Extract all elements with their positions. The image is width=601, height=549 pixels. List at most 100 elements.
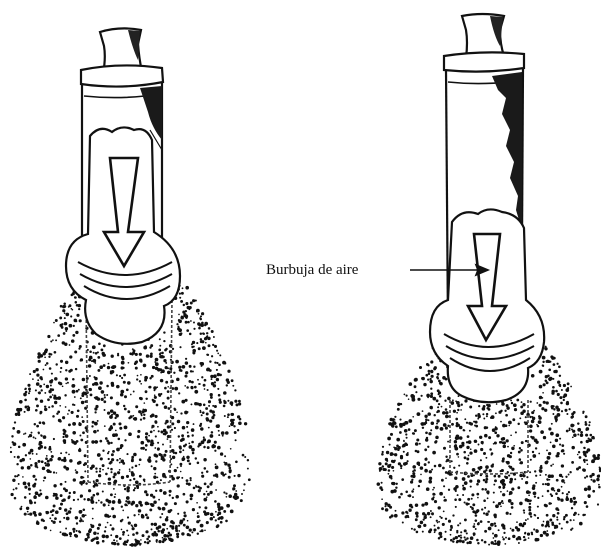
stipple-dot	[470, 422, 473, 425]
stipple-dot	[425, 418, 428, 421]
stipple-dot	[171, 422, 174, 425]
stipple-dot	[111, 355, 114, 358]
stipple-dot	[146, 516, 149, 519]
stipple-dot	[69, 355, 72, 358]
stipple-dot	[197, 515, 200, 518]
stipple-dot	[151, 414, 155, 418]
stipple-dot	[151, 503, 155, 507]
stipple-dot	[528, 506, 531, 509]
stipple-dot	[162, 356, 165, 359]
stipple-dot	[119, 469, 121, 471]
stipple-dot	[153, 430, 155, 432]
stipple-dot	[108, 500, 112, 504]
stipple-dot	[565, 388, 569, 392]
stipple-dot	[422, 512, 425, 515]
stipple-dot	[99, 468, 101, 470]
stipple-dot	[85, 482, 87, 484]
stipple-dot	[480, 448, 483, 451]
stipple-dot	[191, 531, 193, 533]
stipple-dot	[120, 447, 123, 450]
stipple-dot	[566, 430, 569, 433]
stipple-dot	[389, 444, 391, 446]
stipple-dot	[385, 508, 389, 512]
stipple-dot	[480, 520, 483, 523]
stipple-dot	[224, 463, 227, 466]
stipple-dot	[206, 354, 208, 356]
stipple-dot	[145, 390, 148, 393]
stipple-dot	[53, 322, 55, 324]
stipple-dot	[110, 471, 112, 473]
stipple-dot	[209, 410, 212, 413]
stipple-dot	[489, 448, 492, 451]
stipple-dot	[585, 421, 587, 423]
stipple-dot	[572, 430, 575, 433]
stipple-dot	[481, 488, 484, 491]
stipple-dot	[83, 498, 85, 500]
stipple-dot	[230, 401, 234, 405]
stipple-dot	[142, 534, 145, 537]
stipple-dot	[439, 516, 441, 518]
stipple-dot	[110, 534, 112, 536]
stipple-dot	[491, 464, 494, 467]
stipple-dot	[491, 541, 494, 544]
stipple-dot	[162, 474, 166, 478]
stipple-dot	[415, 518, 418, 521]
stipple-dot	[207, 493, 210, 496]
stipple-dot	[43, 435, 47, 439]
stipple-dot	[79, 510, 83, 514]
stipple-dot	[475, 519, 478, 522]
stipple-dot	[240, 499, 243, 502]
stipple-dot	[534, 439, 538, 443]
stipple-dot	[505, 476, 508, 479]
stipple-dot	[62, 341, 65, 344]
stipple-dot	[49, 458, 52, 461]
stipple-dot	[570, 424, 574, 428]
stipple-dot	[438, 464, 442, 468]
stipple-dot	[139, 353, 142, 356]
stipple-dot	[504, 410, 506, 412]
stipple-dot	[432, 489, 434, 491]
stipple-dot	[75, 471, 78, 474]
stipple-dot	[225, 431, 229, 435]
stipple-dot	[481, 539, 483, 541]
stipple-dot	[60, 531, 62, 533]
stipple-dot	[185, 399, 188, 402]
stipple-dot	[475, 514, 478, 517]
stipple-dot	[159, 338, 161, 340]
stipple-dot	[474, 449, 478, 453]
stipple-dot	[567, 382, 570, 385]
stipple-dot	[456, 412, 458, 414]
stipple-dot	[158, 394, 161, 397]
stipple-dot	[128, 362, 130, 364]
stipple-dot	[441, 479, 444, 482]
stipple-dot	[557, 498, 560, 501]
stipple-dot	[505, 424, 508, 427]
stipple-dot	[480, 459, 482, 461]
stipple-dot	[520, 449, 523, 452]
stipple-dot	[192, 434, 194, 436]
stipple-dot	[102, 490, 104, 492]
stipple-dot	[143, 364, 147, 368]
stipple-dot	[201, 472, 203, 474]
stipple-dot	[91, 440, 94, 443]
stipple-dot	[139, 397, 142, 400]
stipple-dot	[98, 500, 100, 502]
stipple-dot	[92, 359, 96, 363]
stipple-dot	[563, 518, 565, 520]
stipple-dot	[102, 469, 104, 471]
stipple-dot	[583, 453, 586, 456]
stipple-dot	[23, 433, 25, 435]
stipple-dot	[146, 438, 148, 440]
stipple-dot	[150, 353, 153, 356]
stipple-dot	[140, 418, 142, 420]
stipple-dot	[213, 414, 216, 417]
stipple-dot	[114, 480, 117, 483]
stipple-dot	[140, 504, 143, 507]
stipple-dot	[414, 378, 418, 382]
stipple-dot	[124, 395, 127, 398]
stipple-dot	[529, 429, 532, 432]
stipple-dot	[52, 394, 54, 396]
stipple-dot	[54, 377, 57, 380]
stipple-dot	[118, 422, 121, 425]
stipple-dot	[529, 416, 531, 418]
